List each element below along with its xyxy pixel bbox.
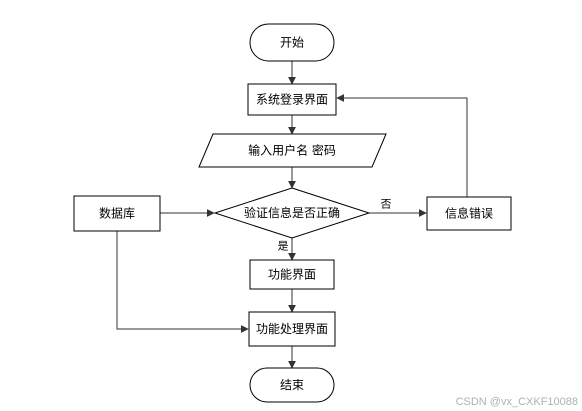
node-start: 开始: [249, 23, 335, 62]
node-database-label: 数据库: [99, 206, 135, 221]
node-database: 数据库: [73, 195, 161, 232]
edge-label-yes: 是: [278, 240, 289, 253]
node-error: 信息错误: [426, 196, 512, 231]
node-end: 结束: [249, 367, 335, 403]
node-func-label: 功能界面: [268, 268, 316, 282]
node-start-label: 开始: [280, 36, 304, 50]
edge-label-no: 否: [381, 198, 392, 211]
node-end-label: 结束: [280, 378, 304, 392]
edge-error-to-login: [336, 94, 468, 197]
node-login-label: 系统登录界面: [256, 92, 328, 107]
node-input: 输入用户名 密码: [198, 133, 387, 168]
node-login: 系统登录界面: [247, 83, 337, 116]
watermark-text: CSDN @vx_CXKF10088: [455, 396, 578, 408]
node-func: 功能界面: [249, 259, 335, 290]
node-verify-label: 验证信息是否正确: [244, 205, 340, 220]
node-process: 功能处理界面: [248, 311, 336, 347]
node-input-label: 输入用户名 密码: [248, 143, 336, 158]
node-process-label: 功能处理界面: [256, 322, 328, 336]
edge-database-to-process: [116, 231, 249, 333]
node-verify: 验证信息是否正确: [213, 187, 371, 239]
node-error-label: 信息错误: [445, 206, 493, 221]
